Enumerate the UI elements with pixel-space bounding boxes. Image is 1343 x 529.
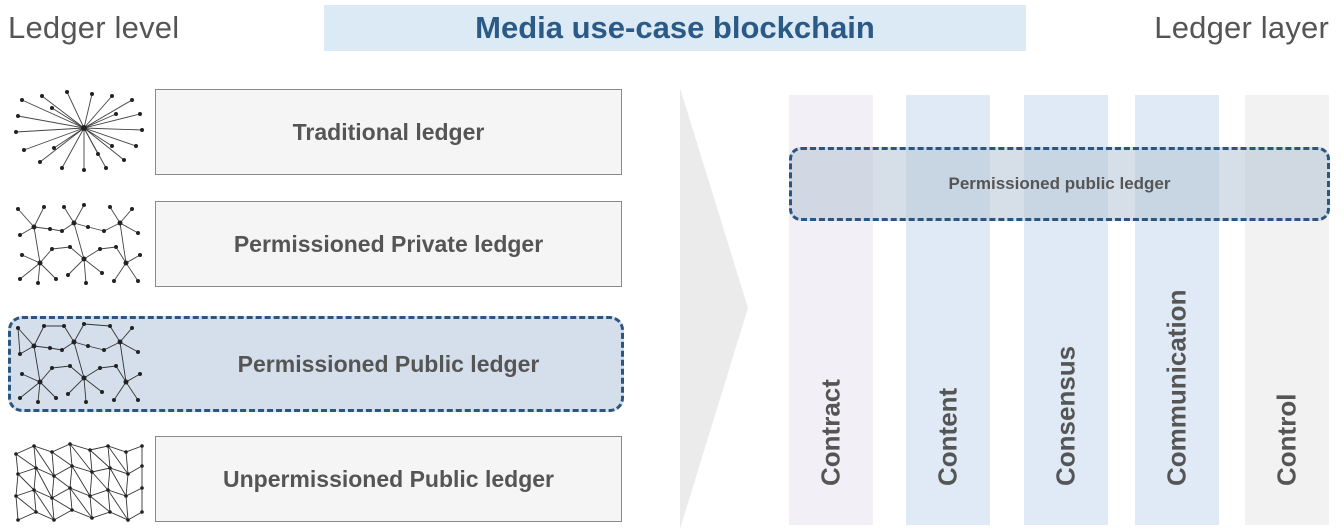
ledger-box-permissioned-public: Permissioned Public ledger	[155, 316, 622, 412]
clustered-network-icon	[16, 203, 142, 285]
ledger-box-traditional: Traditional ledger	[155, 89, 622, 175]
diagram-title: Media use-case blockchain	[475, 10, 875, 45]
ledger-label: Unpermissioned Public ledger	[222, 465, 555, 492]
star-network-icon	[14, 90, 144, 172]
layer-label: Control	[1271, 393, 1302, 486]
ledger-label: Traditional ledger	[292, 118, 485, 145]
ledger-label: Permissioned Public ledger	[237, 350, 540, 377]
layer-label: Consensus	[1050, 345, 1081, 486]
ledger-box-unpermissioned-public: Unpermissioned Public ledger	[155, 436, 622, 522]
layer-label: Communication	[1161, 289, 1192, 486]
ledger-level-heading: Ledger level	[8, 10, 180, 45]
ledger-layer-heading: Ledger layer	[1154, 10, 1329, 45]
layer-label: Content	[932, 387, 963, 486]
ledger-label: Permissioned Private ledger	[233, 230, 544, 257]
clustered-network-icon	[16, 322, 142, 404]
permissioned-public-ledger-overlay: Permissioned public ledger	[789, 147, 1330, 221]
mesh-network-icon	[14, 442, 144, 522]
transition-arrow	[680, 88, 748, 529]
layer-label: Contract	[815, 379, 846, 486]
highlighted-ledger-row	[8, 316, 624, 412]
ledger-box-permissioned-private: Permissioned Private ledger	[155, 201, 622, 287]
title-band: Media use-case blockchain	[324, 5, 1026, 51]
overlay-label: Permissioned public ledger	[948, 174, 1171, 193]
